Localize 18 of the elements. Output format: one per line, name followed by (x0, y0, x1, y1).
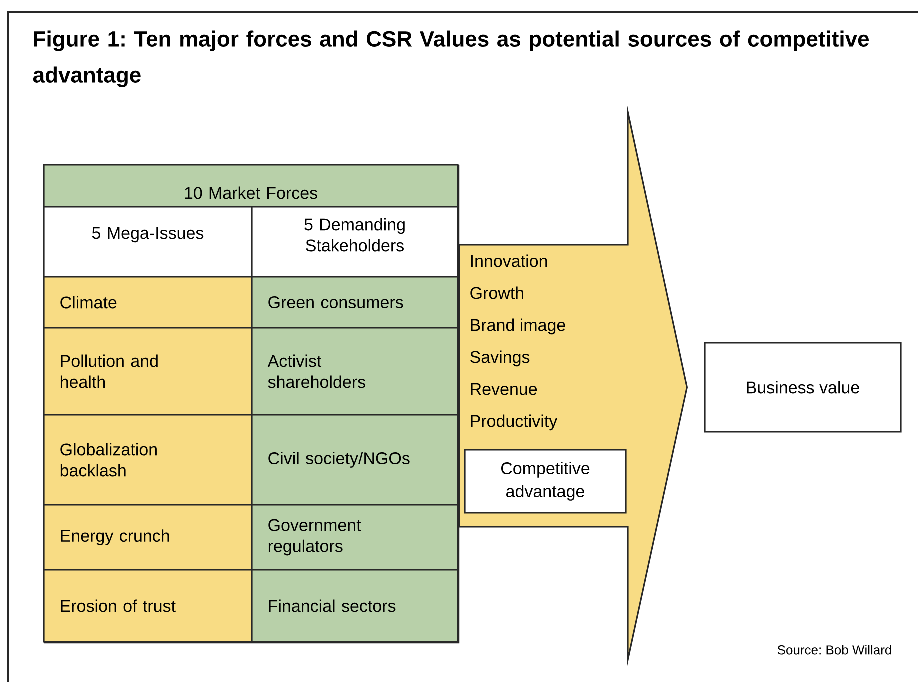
stakeholder-cell: Government regulators (251, 504, 459, 571)
issue-cell: Climate (43, 276, 253, 329)
issue-cell: Pollution and health (43, 327, 253, 416)
issue-cell: Energy crunch (43, 504, 253, 571)
stakeholder-cell: Financial sectors (251, 569, 459, 643)
stakeholder-cell: Civil society/NGOs (251, 414, 459, 506)
stakeholder-cell: Green consumers (251, 276, 459, 329)
column-header: 5 Mega-Issues (43, 206, 253, 278)
benefit-list: Innovation Growth Brand image Savings Revenue Productivity (470, 254, 566, 431)
column-header: 5 Demanding Stakeholders (251, 206, 459, 278)
issue-cell: Erosion of trust (43, 569, 253, 643)
header-cell: 10 Market Forces (43, 164, 459, 208)
figure-title: Figure 1: Ten major forces and CSR Values as potential sources of competitive advantage (33, 30, 870, 88)
result-box: Business value (704, 342, 902, 433)
stakeholder-cell: Activist shareholders (251, 327, 459, 416)
result-box: Competitive advantage (464, 449, 627, 514)
issue-cell: Globalization backlash (43, 414, 253, 506)
source-note: Source: Bob Willard (778, 645, 892, 655)
